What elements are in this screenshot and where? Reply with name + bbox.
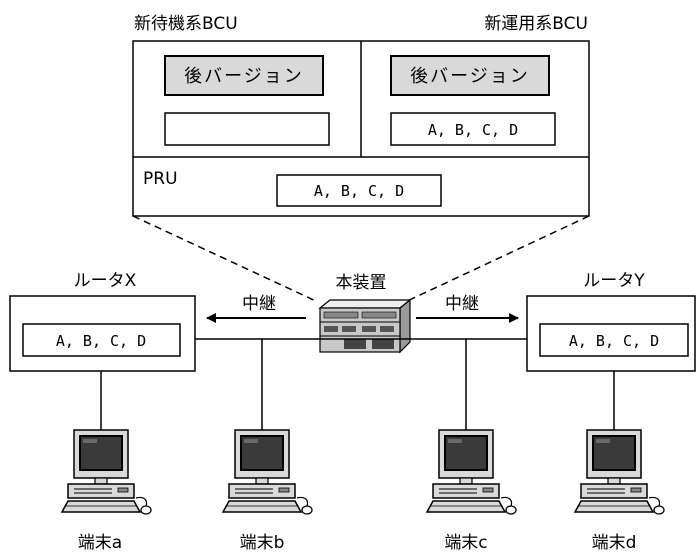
standby-version-label: 後バージョン [184, 66, 304, 87]
active-routes-box [390, 112, 556, 146]
pru-routes-box [276, 174, 442, 207]
relay-left-label: 中継 [242, 294, 276, 314]
leader-line-right [404, 215, 590, 303]
terminal-label: 端末b [240, 533, 285, 553]
standby-version-box [164, 55, 324, 96]
router-x-routes-box [22, 323, 181, 357]
pru-routes: A, B, C, D [314, 182, 404, 200]
computer-icon [574, 429, 665, 515]
terminal-label: 端末c [444, 533, 487, 553]
pru-title: PRU [143, 169, 178, 189]
device-detail-panel: 新待機系BCU 後バージョン 新運用系BCU 後バージョン A, B, C, D… [132, 14, 590, 217]
leader-line-left [132, 215, 319, 303]
terminal-label: 端末a [78, 533, 122, 553]
active-version-box [390, 55, 550, 96]
active-routes: A, B, C, D [428, 121, 518, 139]
terminal-d: 端末d [574, 429, 665, 553]
device-title: 本装置 [336, 273, 387, 293]
terminal-a: 端末a [61, 429, 152, 553]
router-y-routes: A, B, C, D [569, 332, 659, 350]
computer-icon [426, 429, 517, 515]
terminal-label: 端末d [592, 533, 637, 553]
standby-routes-box [164, 112, 330, 146]
active-bcu-title: 新運用系BCU [484, 14, 588, 34]
router-x-routes: A, B, C, D [56, 332, 146, 350]
terminal-b: 端末b [222, 429, 313, 553]
standby-bcu-title: 新待機系BCU [134, 14, 238, 34]
terminal-c: 端末c [426, 429, 517, 553]
device-icon [318, 298, 412, 354]
active-version-label: 後バージョン [410, 66, 530, 87]
relay-right-label: 中継 [445, 294, 479, 314]
computer-icon [61, 429, 152, 515]
router-y-routes-box [539, 323, 689, 357]
computer-icon [222, 429, 313, 515]
router-y-title: ルータY [583, 271, 645, 291]
router-x-title: ルータX [74, 271, 137, 291]
